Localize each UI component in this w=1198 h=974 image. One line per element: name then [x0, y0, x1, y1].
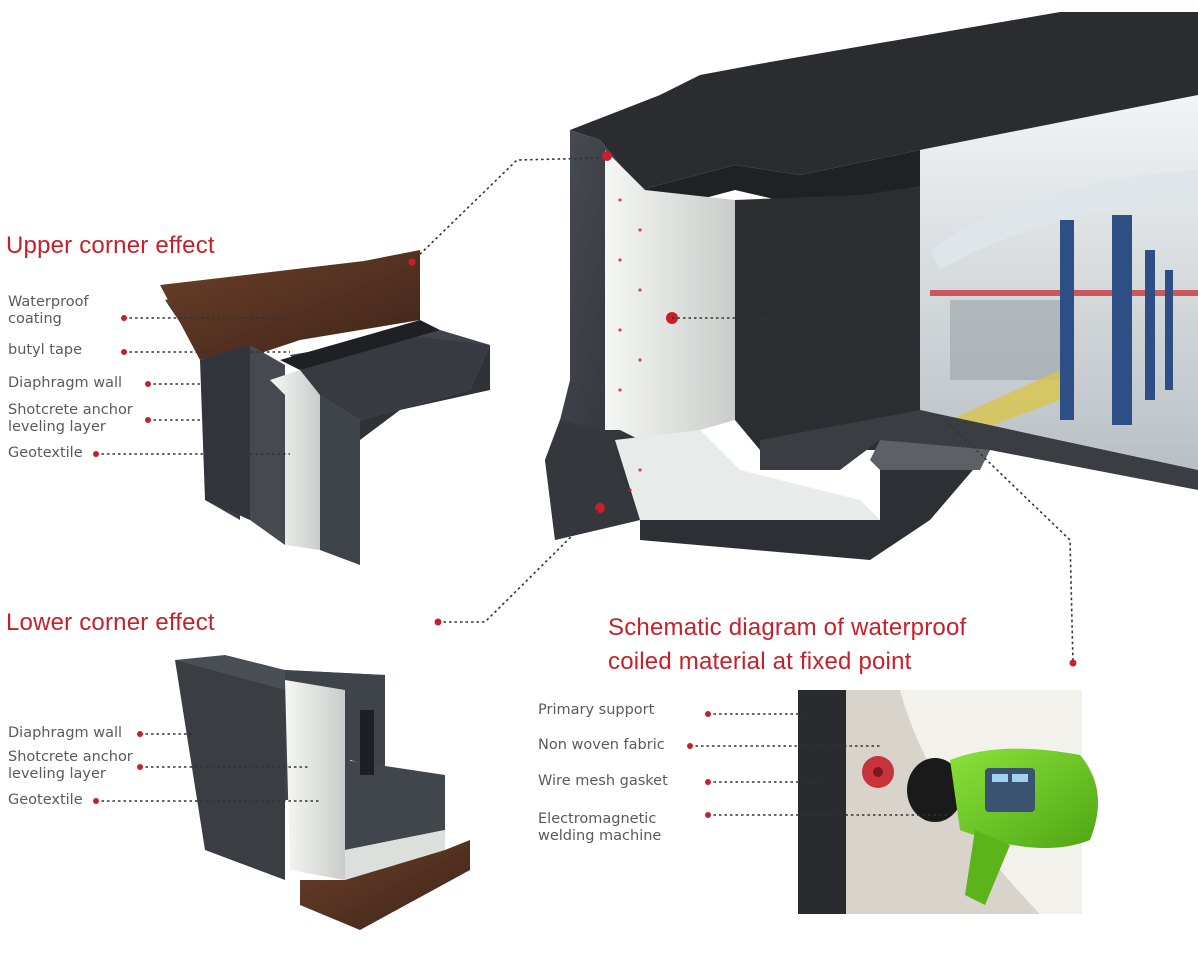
label-diaphragm-wall-lower: Diaphragm wall — [8, 725, 123, 741]
label-diaphragm-wall-upper: Diaphragm wall — [8, 375, 123, 391]
heading-lower-corner: Lower corner effect — [6, 609, 215, 636]
label-wire-mesh-gasket: Wire mesh gasket — [538, 773, 668, 789]
label-waterproof-coating: Waterproof coating — [8, 294, 89, 327]
fixed-point-detail — [798, 690, 1098, 914]
heading-schematic-line1: Schematic diagram of waterproof — [608, 614, 967, 641]
lower-corner-block — [175, 655, 470, 930]
label-non-woven-fabric: Non woven fabric — [538, 737, 665, 753]
label-geotextile-lower: Geotextile — [8, 792, 83, 808]
label-butyl-tape: butyl tape — [8, 342, 82, 358]
label-primary-support: Primary support — [538, 702, 655, 718]
upper-corner-block — [160, 250, 490, 565]
label-geotextile-upper: Geotextile — [8, 445, 83, 461]
heading-upper-corner: Upper corner effect — [6, 232, 215, 259]
label-shotcrete-upper: Shotcrete anchor leveling layer — [8, 402, 133, 435]
label-welding-machine: Electromagnetic welding machine — [538, 811, 662, 844]
tunnel-cross-section — [545, 12, 1198, 560]
label-shotcrete-lower: Shotcrete anchor leveling layer — [8, 749, 133, 782]
heading-schematic-line2: coiled material at fixed point — [608, 648, 912, 675]
callout-dots — [93, 258, 1077, 818]
leader-lines — [96, 157, 1074, 816]
